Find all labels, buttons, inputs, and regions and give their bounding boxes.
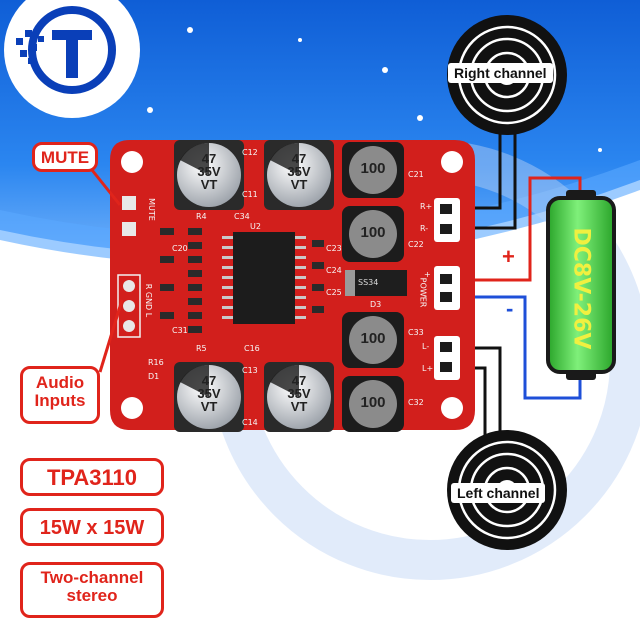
inductor-label: 100 [360,394,386,411]
silk-pwr-plus: + [424,270,431,279]
minus-sign: - [506,296,514,321]
silk-ref: C14 [242,418,258,427]
silk-ref: C12 [242,148,258,157]
silk-ref: C34 [234,212,250,221]
audio-inputs-callout: Audio Inputs [20,366,100,424]
silk-ref: D3 [370,300,382,309]
silk-r-minus: R- [420,224,429,233]
capacitors [174,140,334,432]
silk-ref: C16 [244,344,260,353]
inductors [342,142,404,432]
silk-ref: C32 [408,398,424,407]
capacitor-bottom-left [174,362,244,432]
callout-lines [90,169,124,373]
battery-icon [546,190,616,380]
inductor-label: 100 [360,330,386,347]
silk-r-plus: R+ [420,202,433,211]
capacitor-top-right [264,140,334,210]
plus-sign: + [502,244,515,269]
brand-logo [4,0,140,118]
diode-label: SS34 [358,278,379,287]
silk-ref: C13 [242,366,258,375]
silk-ref: R16 [148,358,164,367]
silk-ref: R4 [196,212,207,221]
silk-ref: C23 [326,244,342,253]
silk-pwr-minus: - [424,292,427,301]
silk-input-pins: R GND L [144,283,154,318]
silk-l-plus: L+ [422,364,434,373]
silk-ref: C22 [408,240,424,249]
capacitor-bottom-right [264,362,334,432]
mute-callout: MUTE [32,142,98,172]
inductor-label: 100 [360,224,386,241]
silk-ref: C11 [242,190,258,199]
silk-ref: U2 [250,222,261,231]
inductor-label: 100 [360,160,386,177]
silk-ref: C31 [172,326,188,335]
silk-ref: C21 [408,170,424,179]
silk-l-minus: L- [422,342,430,351]
right-channel-label: Right channel [448,63,553,83]
stereo-badge: Two-channel stereo [20,562,164,618]
capacitor-top-left [174,140,244,210]
silk-ref: C25 [326,288,342,297]
battery-voltage-label: DC8V-26V [568,227,594,350]
power-rating-badge: 15W x 15W [20,508,164,546]
chip-model-badge: TPA3110 [20,458,164,496]
left-channel-label: Left channel [451,483,546,503]
silk-ref: C24 [326,266,342,275]
silk-ref: D1 [148,372,160,381]
silk-ref: C33 [408,328,424,337]
silk-ref: R5 [196,344,207,353]
silk-mute: MUTE [146,198,156,221]
silk-ref: C20 [172,244,188,253]
